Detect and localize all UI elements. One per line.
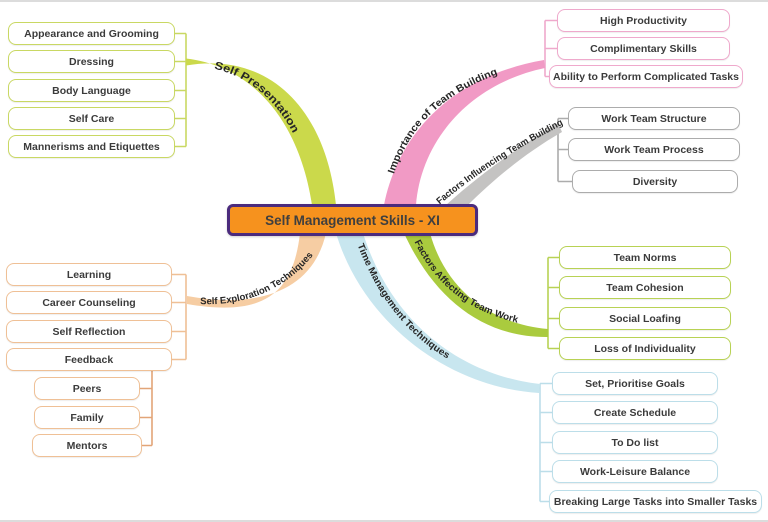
- bracket-factors-influencing-team-building: [557, 117, 572, 183]
- topic-box[interactable]: Create Schedule: [552, 401, 718, 424]
- topic-box[interactable]: Family: [34, 406, 140, 429]
- topic-box[interactable]: Set, Prioritise Goals: [552, 372, 718, 395]
- topic-box[interactable]: Diversity: [572, 170, 738, 193]
- topic-box[interactable]: Social Loafing: [559, 307, 731, 330]
- bracket-self-presentation: [175, 32, 187, 148]
- topic-box[interactable]: Team Norms: [559, 246, 731, 269]
- bracket-time-management-techniques: [539, 382, 552, 503]
- topic-box[interactable]: Ability to Perform Complicated Tasks: [549, 65, 743, 88]
- topic-box[interactable]: Complimentary Skills: [557, 37, 730, 60]
- topic-box[interactable]: Peers: [34, 377, 140, 400]
- topic-box[interactable]: To Do list: [552, 431, 718, 454]
- ribbon-self-exploration-techniques: [187, 233, 326, 308]
- topic-box[interactable]: Team Cohesion: [559, 276, 731, 299]
- branch-label-factors-influencing-team-building[interactable]: Factors Influencing Team Building: [434, 117, 564, 207]
- topic-box[interactable]: Dressing: [8, 50, 175, 73]
- topic-box[interactable]: Body Language: [8, 79, 175, 102]
- topic-box[interactable]: High Productivity: [557, 9, 730, 32]
- topic-box[interactable]: Self Reflection: [6, 320, 172, 343]
- topic-box[interactable]: Work-Leisure Balance: [552, 460, 718, 483]
- topic-box[interactable]: Feedback: [6, 348, 172, 371]
- topic-box[interactable]: Learning: [6, 263, 172, 286]
- ribbon-self-presentation: [186, 58, 336, 205]
- topic-box[interactable]: Breaking Large Tasks into Smaller Tasks: [549, 490, 762, 513]
- bracket-importance-of-team-building: [544, 19, 557, 78]
- topic-box[interactable]: Loss of Individuality: [559, 337, 731, 360]
- ribbon-factors-affecting-team-work: [404, 233, 548, 338]
- ribbon-time-management-techniques: [336, 233, 540, 393]
- topic-box[interactable]: Self Care: [8, 107, 175, 130]
- topic-box[interactable]: Mannerisms and Etiquettes: [8, 135, 175, 158]
- ribbon-importance-of-team-building: [384, 60, 545, 205]
- bracket-factors-affecting-team-work: [547, 256, 559, 350]
- bracket-self-exploration-techniques: [172, 273, 187, 361]
- central-topic[interactable]: Self Management Skills - XI: [227, 204, 478, 236]
- topic-box[interactable]: Career Counseling: [6, 291, 172, 314]
- bracket-feedback-children: [140, 371, 153, 447]
- topic-box[interactable]: Appearance and Grooming: [8, 22, 175, 45]
- topic-box[interactable]: Mentors: [32, 434, 142, 457]
- ribbon-factors-influencing-team-building: [446, 123, 562, 205]
- topic-box[interactable]: Work Team Process: [568, 138, 740, 161]
- topic-box[interactable]: Work Team Structure: [568, 107, 740, 130]
- branch-label-factors-affecting-team-work[interactable]: Factors Affecting Team Work: [412, 238, 520, 326]
